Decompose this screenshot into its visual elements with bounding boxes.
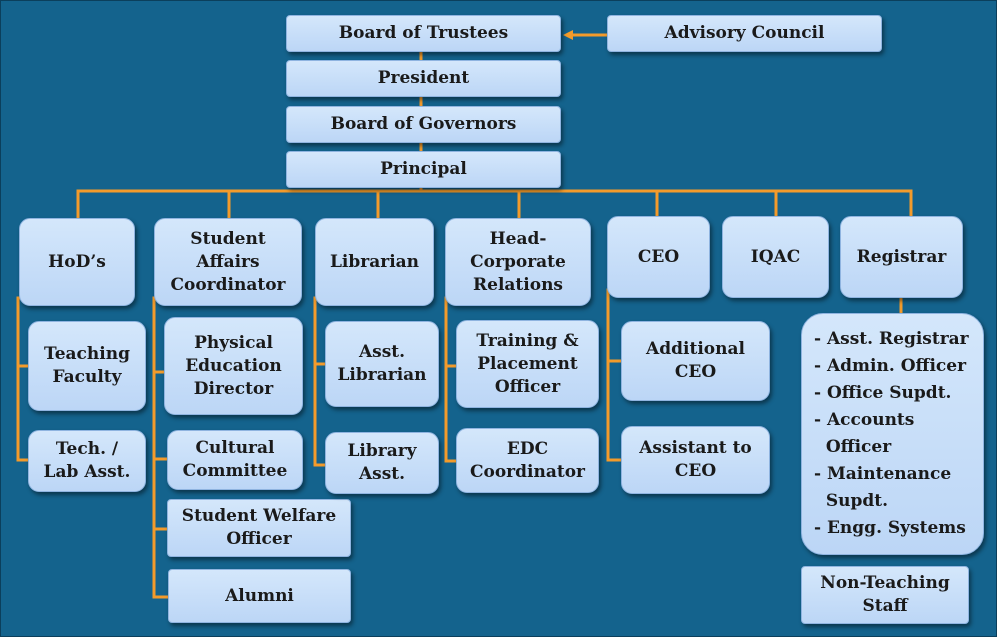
registrar-staff-item-6: - Engg. Systems — [814, 518, 966, 538]
physical-education-line-1: Physical — [194, 332, 273, 353]
advisory-council-box: Advisory Council — [607, 15, 882, 52]
edc-coordinator-line-1: EDC — [506, 438, 549, 459]
head-corporate-line-1: Head- — [489, 228, 547, 249]
training-placement-line-3: Officer — [494, 376, 561, 397]
ceo-box: CEO — [607, 216, 710, 298]
registrar-staff-item-2: - Admin. Officer — [814, 356, 967, 376]
hods-label: HoD’s — [48, 251, 106, 272]
tech-lab-line-2: Lab Asst. — [43, 462, 131, 482]
board-of-trustees-box: Board of Trustees — [286, 15, 561, 52]
physical-education-box: Physical Education Director — [164, 317, 303, 415]
hods-box: HoD’s — [19, 218, 135, 306]
edc-coordinator-line-2: Coordinator — [469, 461, 586, 482]
training-placement-box: Training & Placement Officer — [456, 320, 599, 408]
head-corporate-line-2: Corporate — [470, 251, 566, 272]
librarian-box: Librarian — [315, 218, 434, 306]
asst-librarian-line-2: Librarian — [337, 365, 427, 385]
president-box: President — [286, 60, 561, 97]
board-of-governors-box: Board of Governors — [286, 106, 561, 143]
physical-education-line-2: Education — [185, 355, 282, 376]
registrar-staff-item-3: - Office Supdt. — [814, 383, 952, 403]
librarian-label: Librarian — [329, 251, 420, 272]
student-affairs-box: Student Affairs Coordinator — [154, 218, 302, 306]
additional-ceo-box: Additional CEO — [621, 321, 770, 401]
additional-ceo-line-2: CEO — [674, 362, 717, 382]
alumni-box: Alumni — [168, 569, 351, 623]
student-welfare-line-2: Officer — [226, 529, 292, 549]
assistant-to-ceo-line-1: Assistant to — [639, 438, 752, 458]
student-affairs-line-3: Coordinator — [170, 274, 286, 295]
iqac-label: IQAC — [750, 246, 801, 267]
president-label: President — [377, 68, 470, 88]
principal-label: Principal — [380, 159, 467, 179]
board-of-trustees-label: Board of Trustees — [338, 23, 509, 43]
registrar-staff-item-5: - Maintenance — [814, 464, 952, 484]
principal-box: Principal — [286, 151, 561, 188]
connector-librarian-branch — [313, 296, 327, 467]
registrar-staff-box: - Asst. Registrar - Admin. Officer - Off… — [801, 313, 984, 555]
student-welfare-box: Student Welfare Officer — [167, 499, 351, 557]
student-affairs-line-2: Affairs — [196, 251, 260, 272]
library-asst-line-1: Library — [347, 441, 417, 461]
asst-librarian-line-1: Asst. — [358, 342, 406, 362]
registrar-label: Registrar — [856, 246, 947, 267]
assistant-to-ceo-line-2: CEO — [674, 461, 717, 481]
tech-lab-box: Tech. / Lab Asst. — [28, 430, 146, 492]
student-affairs-line-1: Student — [190, 228, 266, 249]
library-asst-box: Library Asst. — [325, 432, 439, 494]
teaching-faculty-line-1: Teaching — [44, 344, 130, 364]
cultural-committee-line-2: Committee — [182, 461, 288, 481]
registrar-staff-item-5-cont: Supdt. — [814, 491, 889, 511]
connector-ceo-branch — [606, 288, 623, 462]
training-placement-line-2: Placement — [477, 353, 578, 374]
student-welfare-line-1: Student Welfare — [181, 506, 337, 526]
board-of-governors-label: Board of Governors — [330, 114, 517, 134]
registrar-staff-item-4-cont: Officer — [814, 437, 892, 457]
cultural-committee-box: Cultural Committee — [167, 430, 303, 490]
additional-ceo-line-1: Additional — [646, 339, 745, 359]
iqac-box: IQAC — [722, 216, 829, 298]
cultural-committee-line-1: Cultural — [195, 438, 275, 458]
asst-librarian-box: Asst. Librarian — [325, 321, 439, 407]
tech-lab-line-1: Tech. / — [55, 439, 119, 459]
registrar-box: Registrar — [840, 216, 963, 298]
non-teaching-line-1: Non-Teaching — [820, 573, 950, 593]
edc-coordinator-box: EDC Coordinator — [456, 428, 599, 493]
library-asst-line-2: Asst. — [358, 464, 406, 484]
physical-education-line-3: Director — [193, 378, 274, 399]
training-placement-line-1: Training & — [476, 330, 579, 351]
alumni-label: Alumni — [225, 585, 294, 606]
teaching-faculty-box: Teaching Faculty — [28, 321, 146, 411]
assistant-to-ceo-box: Assistant to CEO — [621, 426, 770, 494]
head-corporate-box: Head- Corporate Relations — [445, 218, 591, 306]
non-teaching-line-2: Staff — [862, 596, 908, 616]
registrar-staff-item-1: - Asst. Registrar — [814, 329, 969, 349]
head-corporate-line-3: Relations — [473, 274, 563, 295]
registrar-staff-item-4: - Accounts — [814, 410, 915, 430]
teaching-faculty-line-2: Faculty — [52, 367, 122, 387]
connector-corporate-branch — [444, 296, 458, 463]
advisory-council-label: Advisory Council — [664, 23, 825, 43]
non-teaching-staff-box: Non-Teaching Staff — [801, 566, 969, 624]
arrow-advisory-icon — [563, 30, 573, 40]
ceo-label: CEO — [637, 246, 680, 267]
